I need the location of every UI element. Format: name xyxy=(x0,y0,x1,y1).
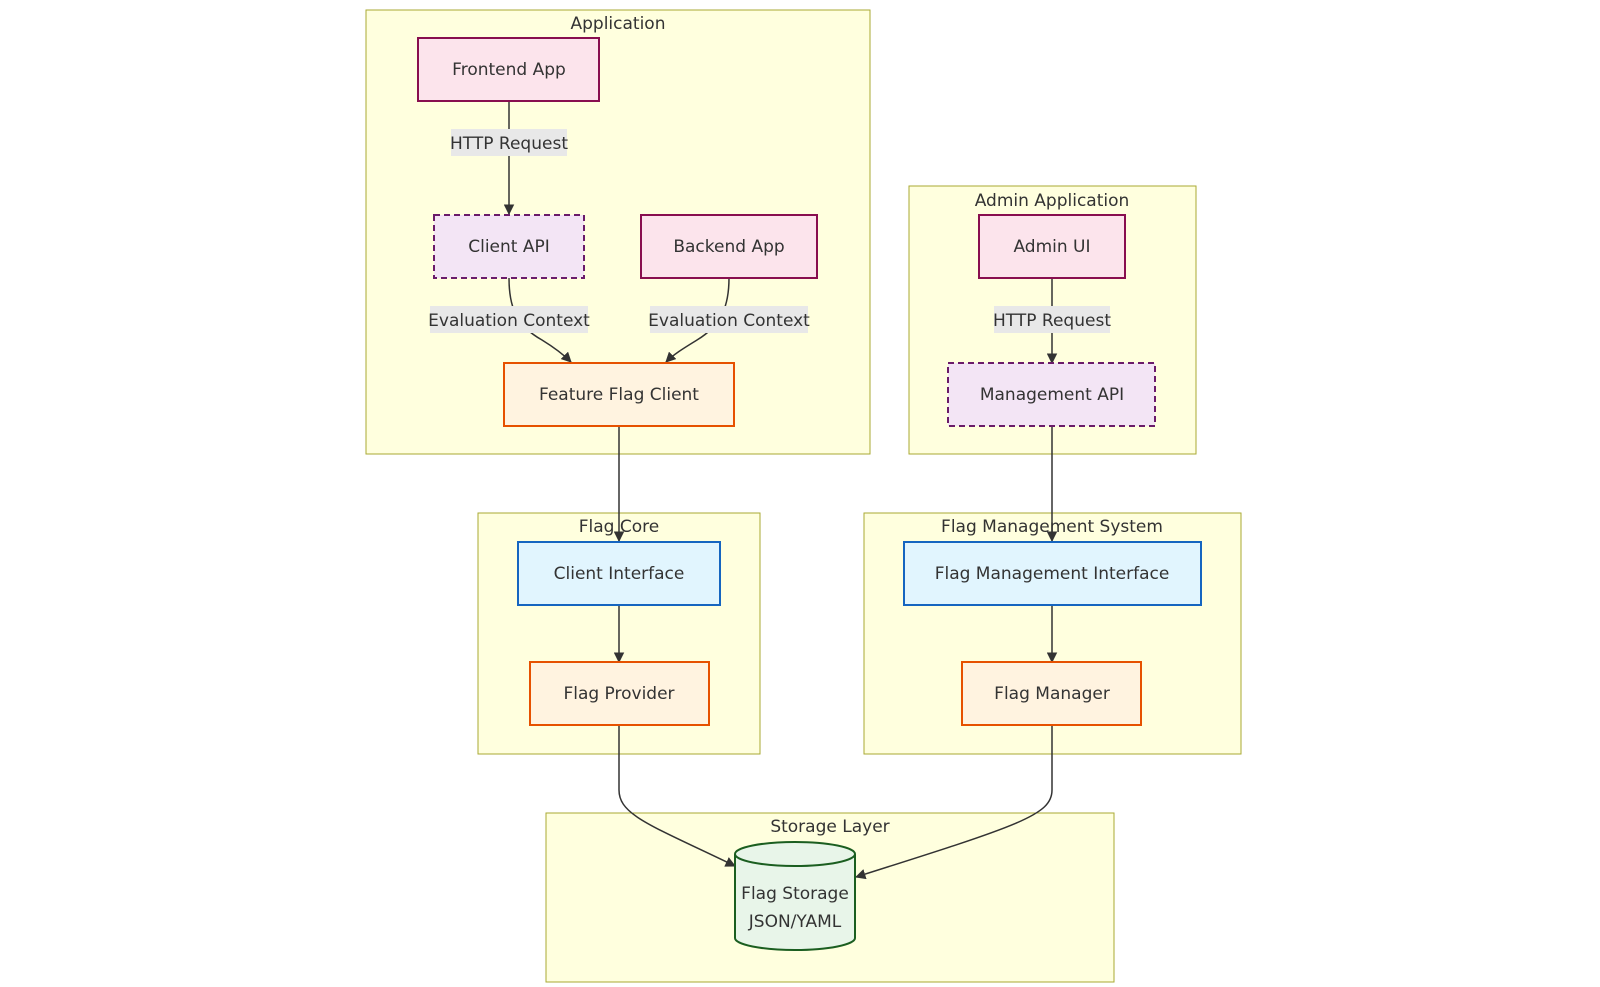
cluster-storage-layer-title: Storage Layer xyxy=(770,817,889,837)
node-client-api-label: Client API xyxy=(468,237,550,257)
node-flag-management-interface[interactable]: Flag Management Interface xyxy=(903,541,1202,606)
edge-backend-to-feature-flag-client xyxy=(665,277,730,363)
node-client-interface-label: Client Interface xyxy=(554,564,685,584)
edge-label-evaluation-context-backend-text: Evaluation Context xyxy=(648,311,810,331)
node-admin-ui[interactable]: Admin UI xyxy=(978,214,1126,279)
edge-label-http-request-admin-text: HTTP Request xyxy=(993,311,1111,331)
edge-client-api-to-feature-flag-client xyxy=(508,277,572,363)
node-frontend-app-label: Frontend App xyxy=(452,60,566,80)
edge-flag-provider-to-flag-storage xyxy=(618,725,736,867)
edge-label-evaluation-context-client-text: Evaluation Context xyxy=(428,311,590,331)
node-client-interface[interactable]: Client Interface xyxy=(517,541,721,606)
node-feature-flag-client-label: Feature Flag Client xyxy=(539,385,699,405)
edge-label-evaluation-context-backend: Evaluation Context xyxy=(648,306,810,333)
node-management-api-label: Management API xyxy=(980,385,1124,405)
node-backend-app[interactable]: Backend App xyxy=(640,214,818,279)
node-flag-management-interface-label: Flag Management Interface xyxy=(935,564,1170,584)
node-flag-storage-label-line1: Flag Storage xyxy=(741,884,849,904)
node-flag-storage-label-line2: JSON/YAML xyxy=(748,912,842,932)
node-client-api[interactable]: Client API xyxy=(433,214,585,279)
node-frontend-app[interactable]: Frontend App xyxy=(417,37,600,102)
node-flag-manager-label: Flag Manager xyxy=(994,684,1110,704)
node-flag-manager[interactable]: Flag Manager xyxy=(961,661,1142,726)
node-flag-provider-label: Flag Provider xyxy=(563,684,674,704)
node-backend-app-label: Backend App xyxy=(673,237,784,257)
cluster-admin-application-title: Admin Application xyxy=(975,191,1130,211)
node-flag-storage[interactable]: Flag Storage JSON/YAML xyxy=(734,841,856,951)
node-feature-flag-client[interactable]: Feature Flag Client xyxy=(503,362,735,427)
edge-label-http-request-frontend: HTTP Request xyxy=(450,129,568,156)
edge-label-http-request-frontend-text: HTTP Request xyxy=(450,134,568,154)
node-management-api[interactable]: Management API xyxy=(947,362,1156,427)
edge-flag-manager-to-flag-storage xyxy=(854,725,1053,880)
node-flag-provider[interactable]: Flag Provider xyxy=(529,661,710,726)
node-admin-ui-label: Admin UI xyxy=(1013,237,1090,257)
edge-label-http-request-admin: HTTP Request xyxy=(993,306,1111,333)
cluster-application-title: Application xyxy=(571,14,666,34)
edge-label-evaluation-context-client: Evaluation Context xyxy=(428,306,590,333)
